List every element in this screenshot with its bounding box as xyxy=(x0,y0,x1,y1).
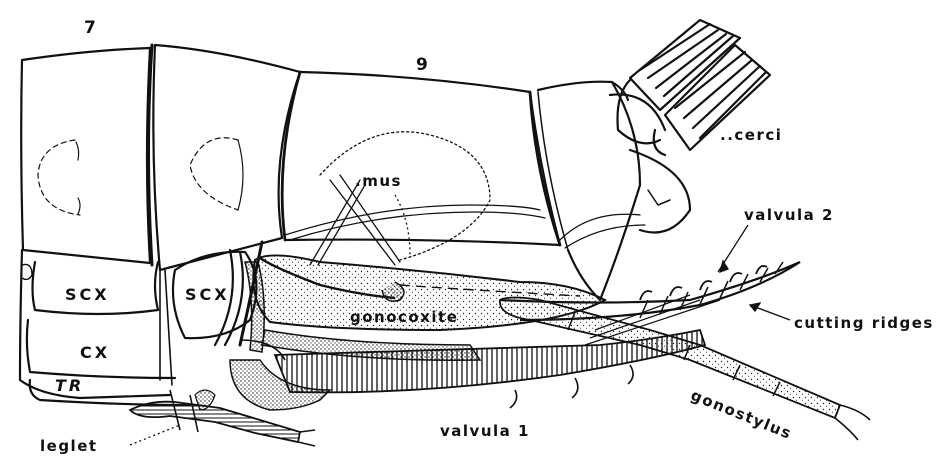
cx-label: CX xyxy=(80,343,110,362)
tergite-7 xyxy=(21,45,152,265)
leglet-leader xyxy=(130,425,180,445)
mus-leader xyxy=(395,195,410,255)
segment-9-label: 9 xyxy=(416,55,429,75)
valvula-2-label: valvula 2 xyxy=(744,206,834,224)
cutting-ridges-label: cutting ridges xyxy=(794,314,934,332)
mus-label: .mus xyxy=(355,172,402,190)
gonocoxite-label: gonocoxite xyxy=(350,308,458,326)
tergite-10 xyxy=(538,82,690,300)
scx-left-label: SCX xyxy=(65,285,110,304)
valvula-1-label: valvula 1 xyxy=(440,422,530,440)
cerci-label: ..cerci xyxy=(720,126,782,144)
tergite-8 xyxy=(153,45,300,270)
leglet-label: leglet xyxy=(40,437,98,455)
sternites xyxy=(20,250,190,405)
segment-7-label: 7 xyxy=(84,18,97,38)
scx-right-label: SCX xyxy=(185,285,230,304)
tr-label: TR xyxy=(55,376,84,395)
muscle-fibers xyxy=(285,132,645,265)
